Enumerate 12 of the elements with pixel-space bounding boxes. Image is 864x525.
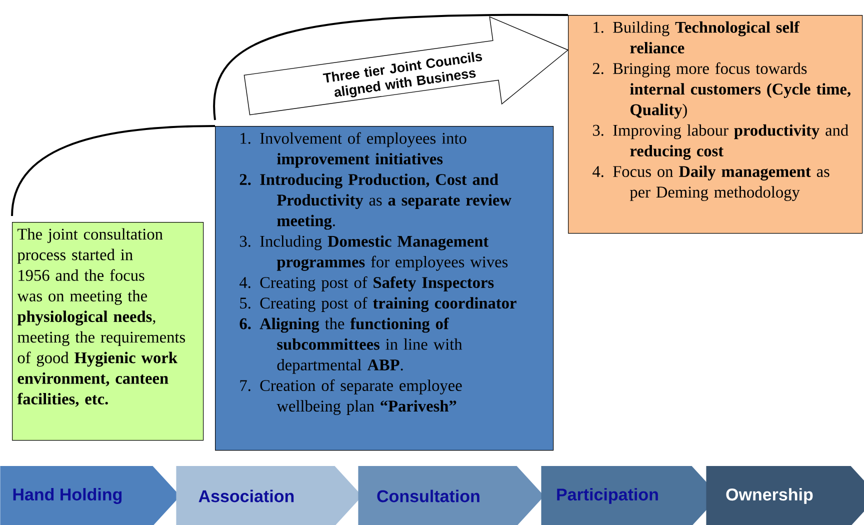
edge-label: Three tier Joint Councils aligned with Business: [322, 52, 482, 98]
stage-banner: Consultation: [358, 466, 544, 525]
connector-curve: [11, 125, 216, 216]
stage-banner: Association: [176, 466, 362, 525]
text-box: The joint consultation process started in 1956 and the focus was on meeting the physiological needs, meeting the requirements of good Hygienic work environment, canteen facilities, etc.: [12, 222, 204, 441]
connector-curve: [213, 14, 568, 120]
block-arrow: [244, 16, 569, 116]
stage-banner: Hand Holding: [0, 466, 180, 525]
stage-banner: Participation: [541, 466, 720, 525]
text-box: 1. Building Technological self reliance 2. Bringing more focus towards internal customers (Cycle time, Quality) 3. Improving labour productivity and reducing cost 4. Focus on Daily management as per Deming methodology: [568, 15, 863, 234]
stage-banner: Ownership: [706, 466, 864, 525]
text-box: 1. Involvement of employees into improvement initiatives 2. Introducing Production, Cost and Productivity as a separate review meeting. 3. Including Domestic Management programmes for employees wives 4. Creating post of Safety Inspectors 5. Creating post of training coordinator 6. Aligning the functioning of subcommittees in line with departmental ABP. 7. Creation of separate employee wellbeing plan “Parivesh”: [215, 126, 554, 451]
